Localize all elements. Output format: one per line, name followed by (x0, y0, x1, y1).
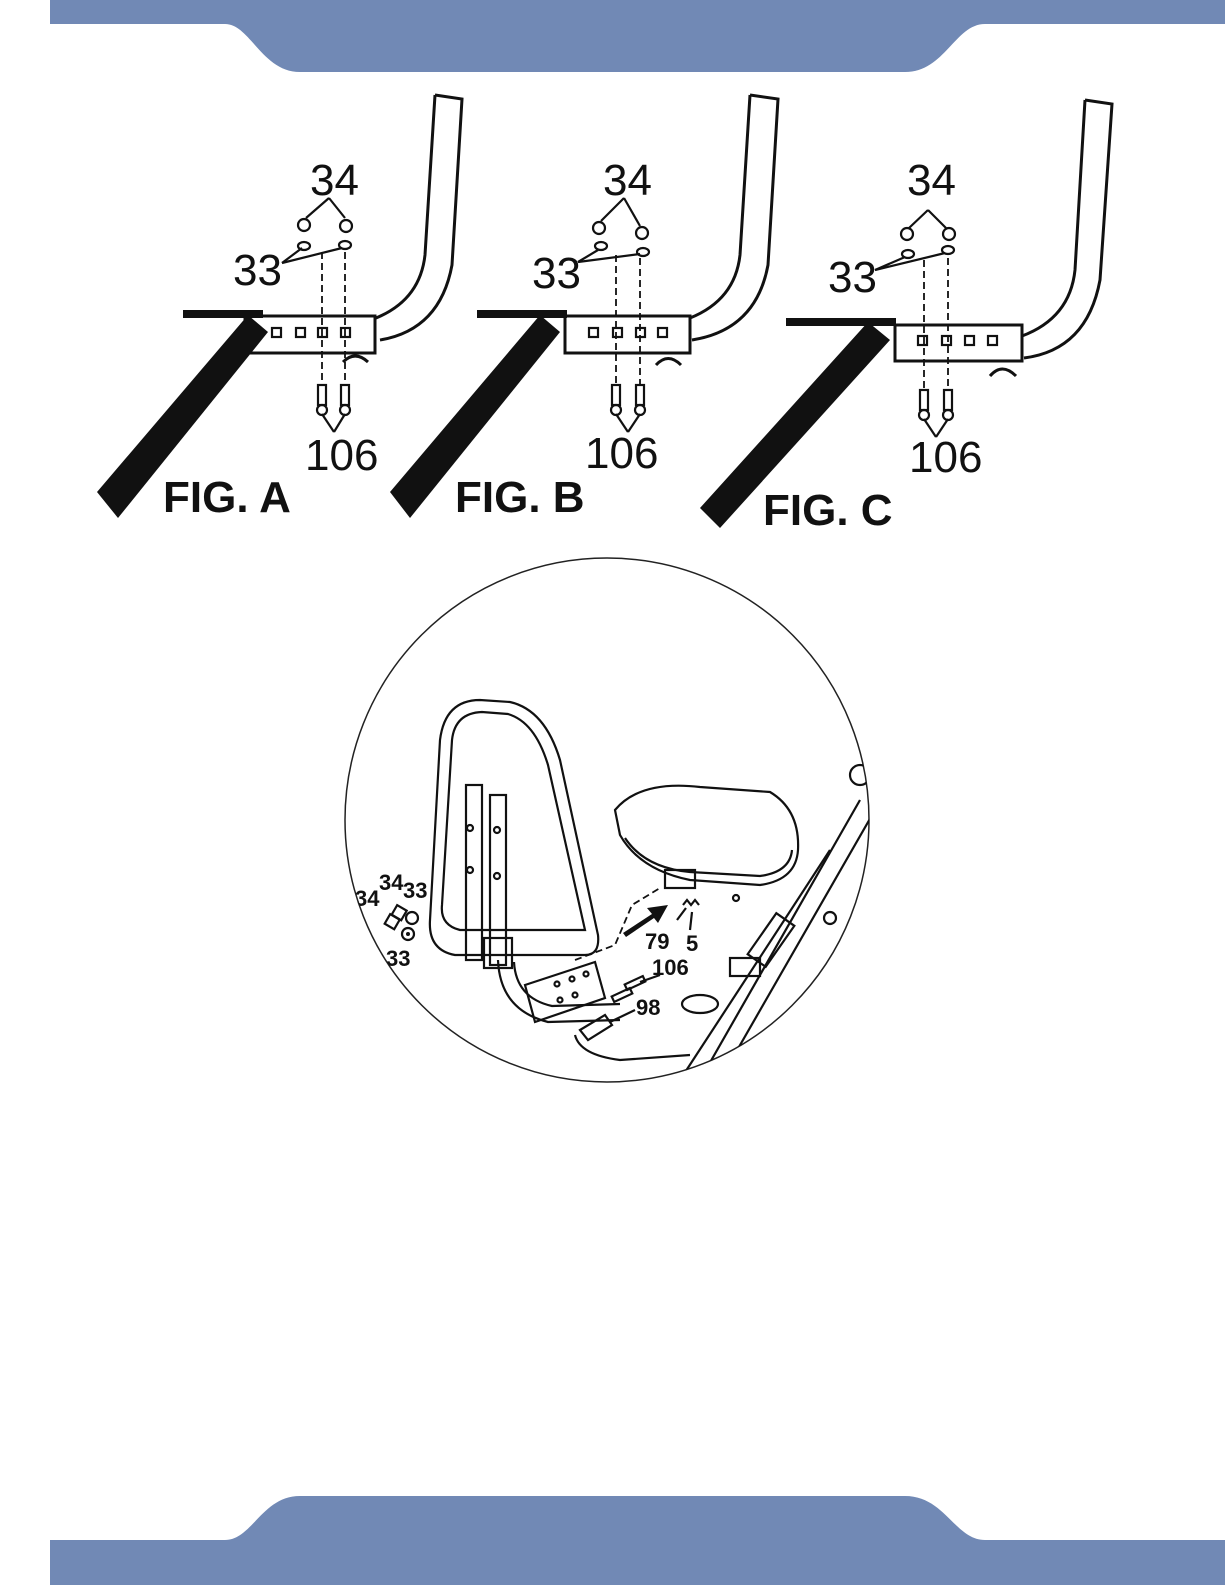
fig-b-label-34: 34 (603, 156, 652, 205)
fig-c-label-33: 33 (828, 253, 877, 302)
fig-a-label-106: 106 (305, 431, 378, 480)
fig-a-title: FIG. A (163, 473, 291, 522)
fig-c-title: FIG. C (763, 486, 893, 535)
detail-label-34-left: 34 (355, 886, 380, 911)
fig-a-label-33: 33 (233, 246, 282, 295)
fig-c-label-34: 34 (907, 156, 956, 205)
detail-label-5: 5 (686, 931, 698, 956)
figure-a: 34 33 106 FIG. A (97, 95, 462, 522)
detail-circle: 34 33 34 33 79 5 106 98 (345, 558, 875, 1082)
fig-b-label-106: 106 (585, 429, 658, 478)
fig-c-label-106: 106 (909, 433, 982, 482)
detail-label-33-top: 33 (403, 878, 427, 903)
figure-b: 34 33 106 FIG. C FIG. B (390, 95, 778, 522)
fig-b-title-text: FIG. B (455, 473, 585, 522)
fig-b-label-33: 33 (532, 249, 581, 298)
detail-label-106: 106 (652, 955, 689, 980)
detail-label-98: 98 (636, 995, 660, 1020)
detail-label-79: 79 (645, 929, 669, 954)
detail-label-34-top: 34 (379, 870, 404, 895)
figure-c: 34 33 106 FIG. C (700, 100, 1112, 535)
fig-a-label-34: 34 (310, 156, 359, 205)
